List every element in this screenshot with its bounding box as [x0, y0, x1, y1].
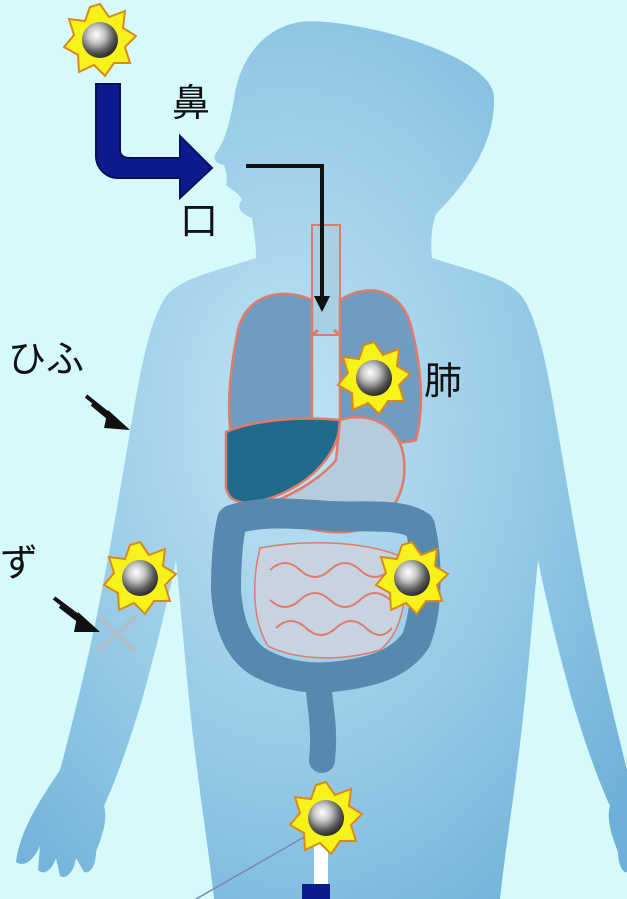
skin-arrow-icon: [86, 396, 130, 430]
radiation-star-icon: [64, 4, 136, 76]
label-skin: ひふ: [8, 340, 84, 378]
label-lung: 肺: [424, 362, 462, 400]
label-mouth: 口: [180, 202, 218, 240]
label-wound: ず: [0, 544, 38, 582]
label-nose: 鼻: [172, 84, 210, 122]
wound-arrow-icon: [54, 598, 100, 632]
